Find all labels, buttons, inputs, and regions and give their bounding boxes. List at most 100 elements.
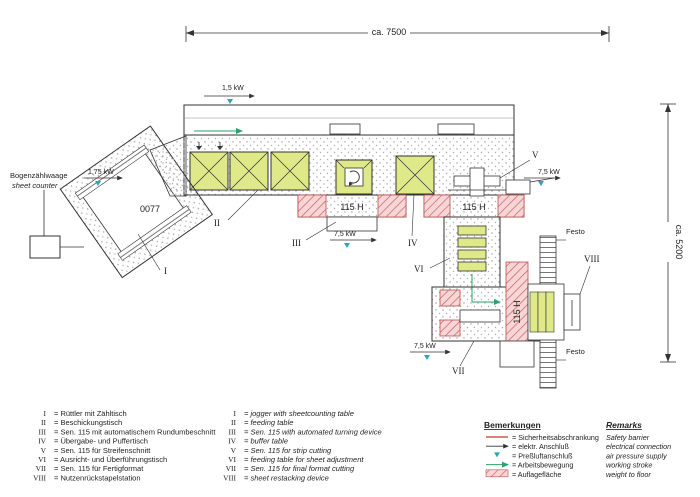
remark-item: = Preßluftanschluß air pressure supply [494, 451, 667, 460]
callout-VII: VII [452, 366, 465, 376]
center-power-connection: 7,5 kW [330, 231, 377, 248]
legend-en-item-text: = Sen. 115 for final format cutting [244, 464, 355, 473]
legend-de-item-text: = Sen. 115 für Fertigformat [54, 464, 144, 473]
callout-III: III [292, 238, 301, 248]
legend-en-item-num: II [231, 418, 236, 427]
legend-de-item-text: = Ausricht- und Überführungstisch [54, 455, 167, 464]
cutter-2-width: 115 H [462, 202, 485, 212]
festo-top-label: Festo [566, 227, 585, 236]
cutter-3-width: 115 H [512, 300, 522, 323]
legend-de-item-num: VII [36, 464, 47, 473]
final-format-cutter: 115 H [431, 261, 543, 368]
bottom-power-label: 7,5 kW [414, 343, 436, 350]
legend-en-item-num: IV [228, 437, 236, 446]
legend-de-item-num: VI [38, 455, 46, 464]
height-dimension: ca. 5200 [660, 103, 684, 363]
remark-item: = elektr. Anschluß electrical connection [486, 442, 671, 451]
legend-de-item-num: II [41, 418, 46, 427]
remark-text-de: = elektr. Anschluß [512, 442, 570, 451]
legend-de-item-text: = Beschickungstisch [54, 418, 122, 427]
legend-en-item-num: V [231, 446, 237, 455]
right-power-label: 7,5 kW [538, 169, 560, 176]
callout-VIII: VIII [584, 254, 600, 264]
legend-en-item-text: = Sen. 115 for strip cutting [244, 446, 332, 455]
legend-en-item-text: = sheet restacking device [244, 473, 329, 482]
buffer-table [395, 155, 435, 195]
jogger-unit [59, 125, 214, 279]
legend-en-item-num: VII [226, 464, 237, 473]
height-dimension-label: ca. 5200 [674, 225, 684, 260]
remark-text-en: Safety barrier [606, 433, 650, 442]
remark-text-en: working stroke [606, 461, 652, 470]
counter-power-label: 1,75 kW [88, 169, 114, 176]
legend-de-item-text: = Rüttler mit Zähltisch [54, 409, 127, 418]
legend-en-item-num: VI [228, 455, 236, 464]
main-power-connection: 1,5 kW [204, 85, 255, 104]
legend-en-item-text: = Sen. 115 with automated turning device [244, 427, 382, 436]
width-dimension-label: ca. 7500 [372, 27, 407, 37]
feeding-tables [189, 142, 310, 191]
callout-IV: IV [408, 238, 418, 248]
strip-cutter [448, 167, 555, 197]
festo-bottom-label: Festo [566, 347, 585, 356]
floor-symbol [485, 469, 509, 478]
legend-en-item-num: I [234, 409, 237, 418]
feeding-table-2 [229, 151, 269, 191]
remark-item: = Auflagefläche weight to floor [485, 469, 651, 479]
remark-text-de: = Sicherheitsabschrankung [512, 433, 599, 442]
legend-de-item-text: = Übergabe- und Puffertisch [54, 437, 148, 446]
main-power-label: 1,5 kW [222, 85, 244, 92]
legend-de-item-num: V [41, 446, 47, 455]
right-power-connection: 7,5 kW [524, 169, 561, 186]
callout-II: II [214, 218, 220, 228]
bottom-power-connection: 7,5 kW [410, 343, 451, 360]
callout-I: I [164, 266, 167, 276]
feeding-table-1 [189, 151, 229, 191]
feeding-table-3 [270, 151, 310, 191]
legend-de-item-num: IV [38, 437, 46, 446]
cutter-turning-device [335, 159, 373, 195]
sheet-counter: Bogenzählwaage sheet counter [10, 171, 84, 259]
callout-VI: VI [414, 264, 424, 274]
legend-en-item-text: = buffer table [244, 437, 288, 446]
remarks-title-de: Bemerkungen [484, 420, 541, 430]
legend-de-item-text: = Nutzenrückstapelstation [54, 473, 141, 482]
callouts: I II III IV V VI VII VIII [137, 150, 600, 376]
legend-en-item-text: = jogger with sheetcounting table [244, 409, 354, 418]
remark-text-en: weight to floor [606, 470, 651, 479]
legend-en-item-num: VIII [223, 473, 236, 482]
remark-text-en: electrical connection [606, 442, 671, 451]
legend-en-item-num: III [229, 427, 237, 436]
callout-V: V [532, 150, 539, 160]
legend-de-item-num: VIII [33, 473, 46, 482]
remarks-legend: Bemerkungen Remarks = Sicherheitsabschra… [484, 420, 671, 479]
remark-text-de: = Preßluftanschluß [512, 451, 573, 460]
remark-item: = Sicherheitsabschrankung Safety barrier [486, 433, 650, 442]
legend-de-item-num: III [39, 427, 47, 436]
counter-power-connection: 1,75 kW [84, 169, 123, 186]
air-symbol [494, 452, 500, 458]
legend-de-item-text: = Sen. 115 mit automatischem Rundumbesch… [54, 427, 216, 436]
remark-text-de: = Auflagefläche [512, 470, 561, 479]
remarks-title-en: Remarks [606, 420, 642, 430]
remark-text-de: = Arbeitsbewegung [512, 461, 573, 470]
legend-de-item-text: = Sen. 115 für Streifenschnitt [54, 446, 151, 455]
remark-text-en: air pressure supply [606, 451, 667, 460]
top-conveyor [183, 104, 515, 136]
machine-number: 0077 [140, 204, 160, 214]
width-dimension: ca. 7500 [185, 25, 610, 42]
legend-en-item-text: = feeding table for sheet adjustment [244, 455, 364, 464]
sheet-counter-label-de: Bogenzählwaage [10, 171, 68, 180]
legend-en-item-text: = feeding table [244, 418, 293, 427]
cutter-1-width: 115 H [340, 202, 363, 212]
remark-item: = Arbeitsbewegung working stroke [486, 461, 652, 470]
air-valve-icons [196, 142, 223, 150]
center-power-label: 7,5 kW [334, 231, 356, 238]
restacking-device: Festo Festo [527, 227, 585, 389]
legend-de-item-num: I [44, 409, 47, 418]
sheet-counter-label-en: sheet counter [12, 181, 58, 190]
